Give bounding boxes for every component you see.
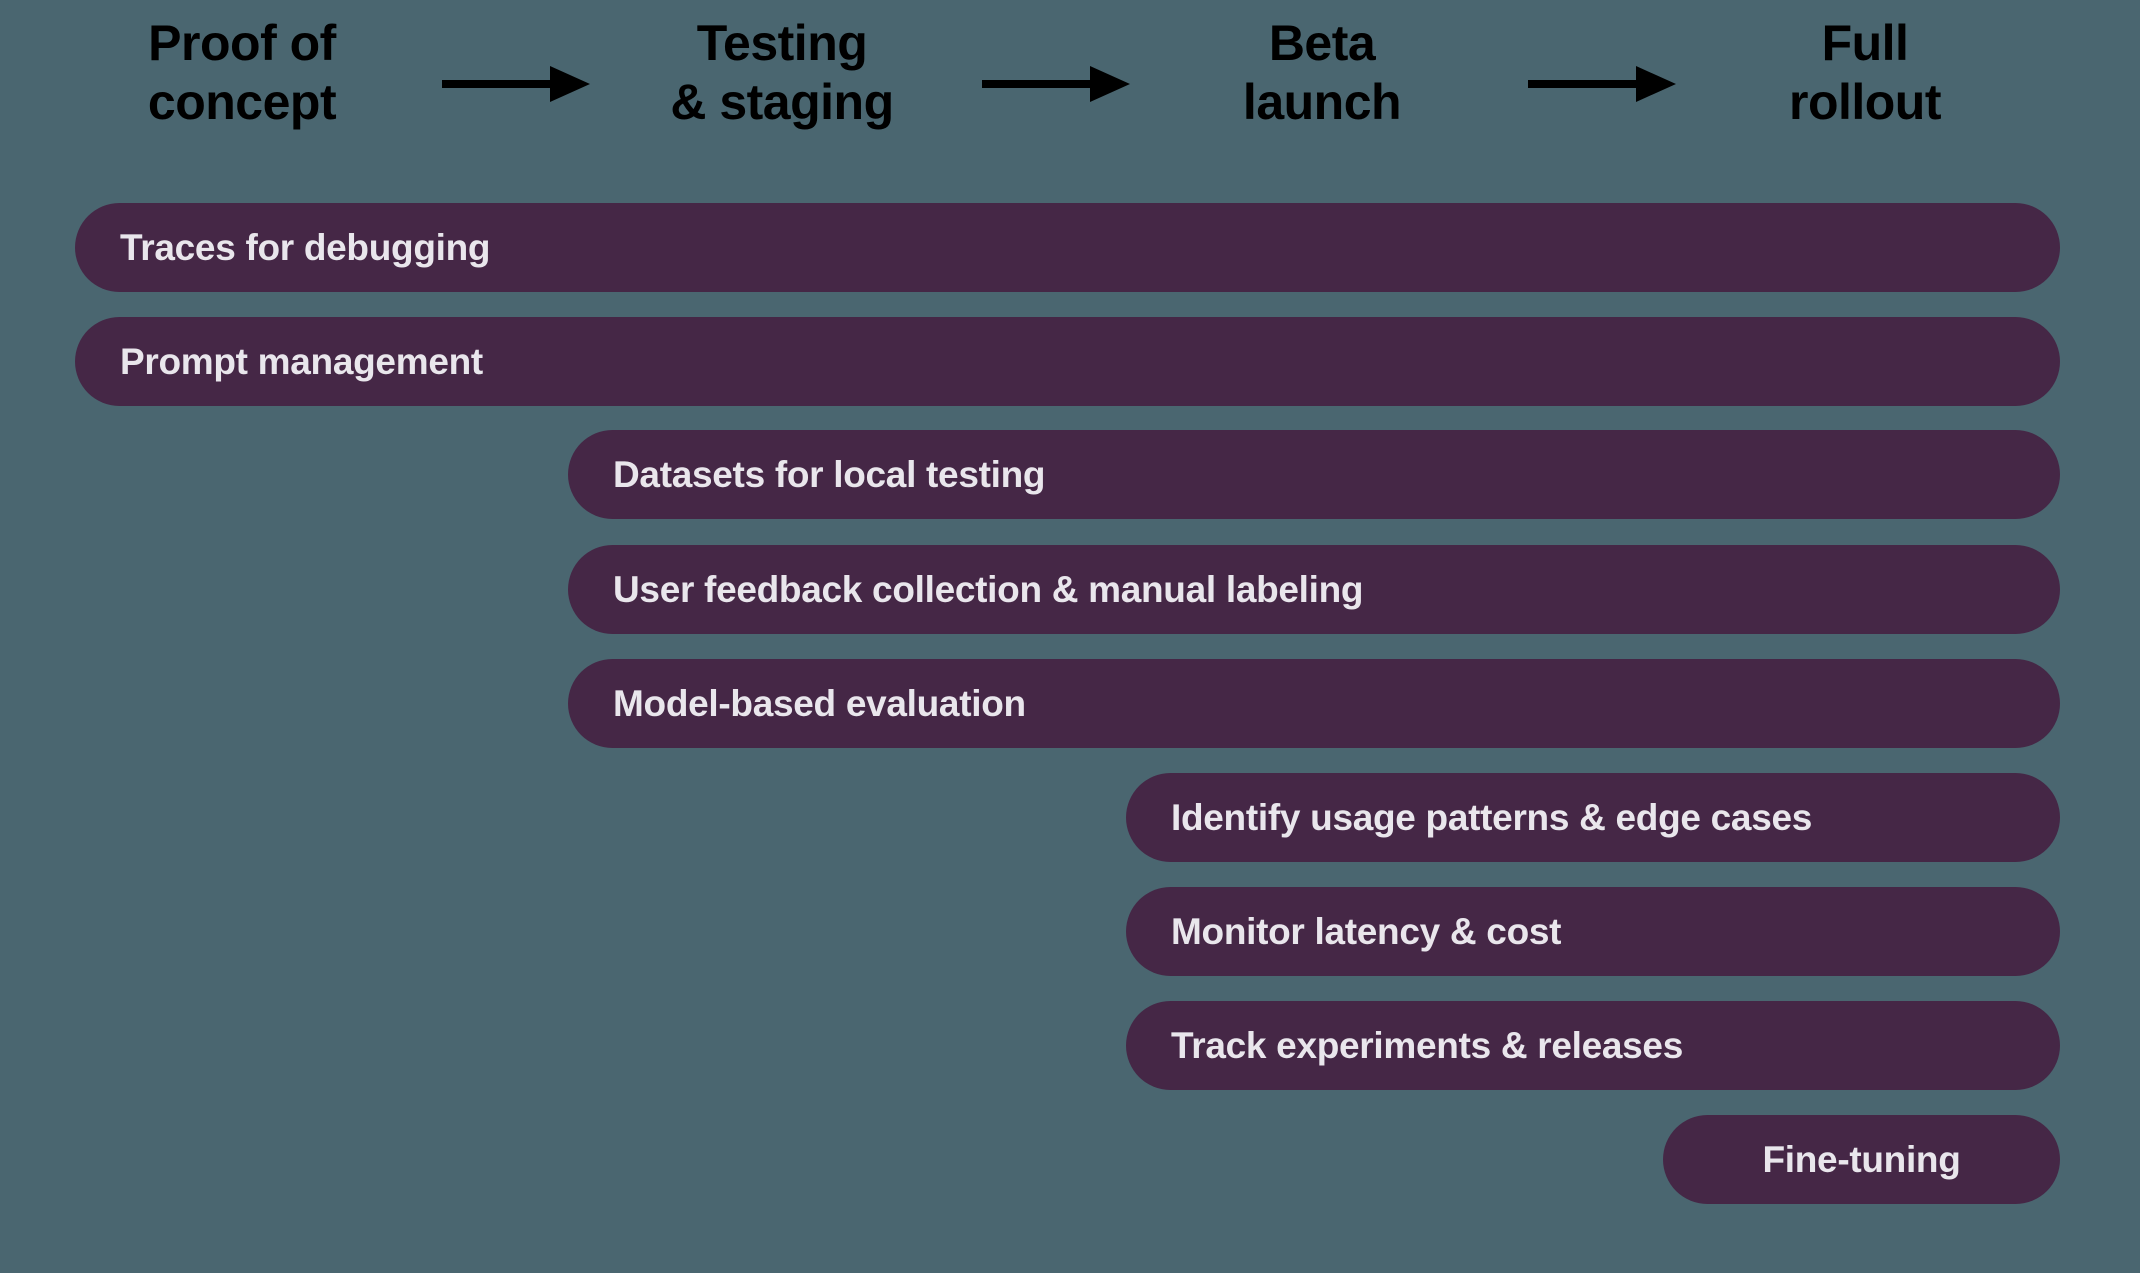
capability-bar[interactable]: Fine-tuning (1663, 1115, 2060, 1204)
arrow-right-icon (982, 66, 1130, 102)
stage-header: Proof of concept Testing & staging Beta la… (0, 0, 2140, 150)
capability-bar-label: User feedback collection & manual labeli… (613, 569, 1364, 610)
capability-bar[interactable]: Identify usage patterns & edge cases (1126, 773, 2060, 862)
arrow-poc-to-testing-icon (442, 60, 592, 108)
capability-bar-label: Prompt management (120, 341, 483, 382)
capability-bar[interactable]: Prompt management (75, 317, 2060, 406)
capability-bar[interactable]: Track experiments & releases (1126, 1001, 2060, 1090)
capability-bar-label: Track experiments & releases (1171, 1025, 1683, 1066)
arrow-beta-to-rollout-icon (1528, 60, 1678, 108)
arrow-testing-to-beta-icon (982, 60, 1132, 108)
capability-bar-label: Model-based evaluation (613, 683, 1026, 724)
capability-bar[interactable]: User feedback collection & manual labeli… (568, 545, 2060, 634)
capability-bar[interactable]: Model-based evaluation (568, 659, 2060, 748)
arrow-right-icon (1528, 66, 1676, 102)
capability-bar[interactable]: Traces for debugging (75, 203, 2060, 292)
stage-label-4: Full rollout (1788, 15, 1942, 130)
stage-label-3: Beta launch (1242, 15, 1402, 130)
capability-bar-label: Fine-tuning (1762, 1139, 1961, 1180)
capability-bar-label: Traces for debugging (120, 227, 491, 268)
stage-label-2: Testing & staging (670, 15, 894, 130)
capability-bar-label: Monitor latency & cost (1171, 911, 1562, 952)
capability-bar-label: Datasets for local testing (613, 454, 1046, 495)
capability-bar[interactable]: Monitor latency & cost (1126, 887, 2060, 976)
capability-bar[interactable]: Datasets for local testing (568, 430, 2060, 519)
capability-bar-label: Identify usage patterns & edge cases (1171, 797, 1813, 838)
arrow-right-icon (442, 66, 590, 102)
stage-label-1: Proof of concept (147, 15, 337, 130)
